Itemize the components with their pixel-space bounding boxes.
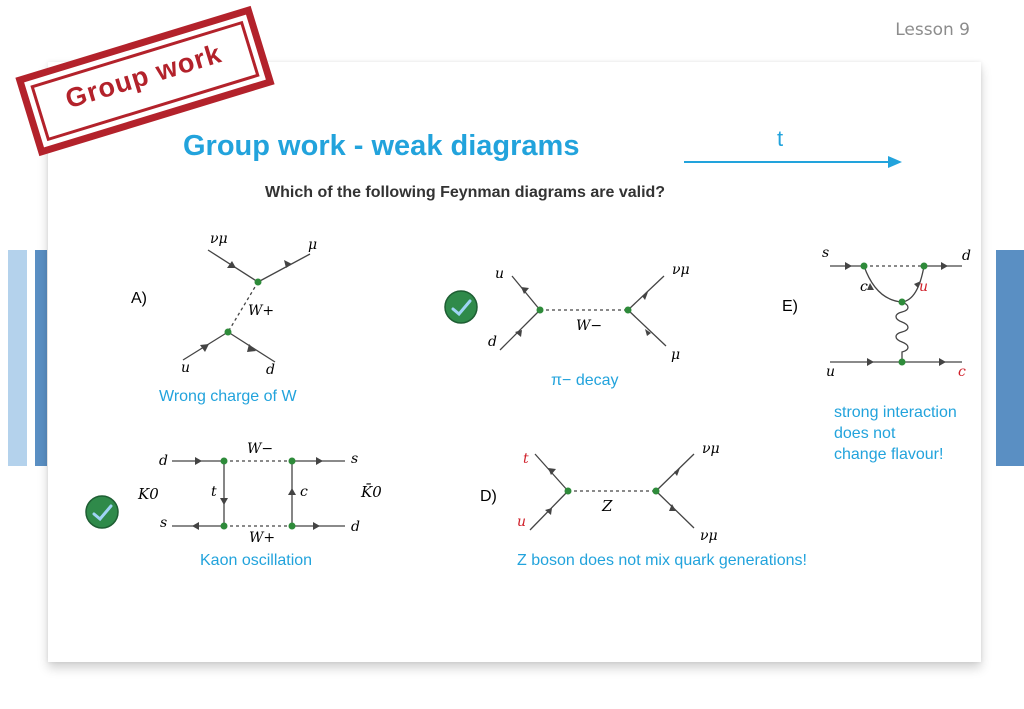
c-top-right: s	[351, 451, 359, 467]
d-top-left: t	[523, 451, 529, 467]
question-text: Which of the following Feynman diagrams …	[265, 184, 666, 201]
b-boson: W−	[576, 318, 603, 334]
time-arrow-label: t	[777, 126, 784, 151]
option-a-label: A)	[131, 290, 147, 307]
c-top-left: d	[159, 453, 168, 469]
a-bottom-right: d	[266, 362, 275, 378]
e-left-internal: c	[860, 279, 868, 295]
lesson-label: Lesson 9	[895, 20, 970, 40]
side-bar-right	[996, 250, 1024, 466]
side-bar-dark	[35, 250, 47, 466]
a-boson: W+	[248, 303, 275, 319]
c-left-meson: K0	[138, 485, 159, 503]
e-bottom-right: c	[958, 364, 966, 380]
side-bar-light	[8, 250, 27, 466]
e-top-left: s	[822, 245, 830, 261]
c-bottom-right: d	[351, 519, 360, 535]
b-bottom-right: μ	[671, 347, 681, 363]
e-top-right: d	[962, 248, 971, 264]
d-boson: Z	[602, 497, 613, 515]
a-note: Wrong charge of W	[159, 388, 297, 405]
a-bottom-left: u	[181, 360, 191, 376]
slide-title: Group work - weak diagrams	[183, 130, 580, 162]
green-check-icon	[85, 495, 119, 529]
d-bottom-right: νμ	[700, 528, 718, 544]
option-e-label: E)	[782, 298, 798, 315]
d-top-right: νμ	[702, 441, 720, 457]
b-note: π− decay	[551, 372, 619, 389]
option-d-label: D)	[480, 488, 497, 505]
time-arrow	[684, 156, 902, 168]
e-note-line-1: strong interaction	[834, 404, 957, 421]
b-top-left: u	[495, 266, 505, 282]
b-bottom-left: d	[488, 334, 497, 350]
c-note: Kaon oscillation	[200, 552, 313, 569]
c-right-meson: K̄0	[361, 483, 382, 501]
c-right-internal: c	[300, 484, 308, 500]
e-note-line-3: change flavour!	[834, 446, 944, 463]
e-note-line-2: does not	[834, 425, 896, 442]
d-note: Z boson does not mix quark generations!	[517, 552, 807, 569]
c-left-internal: t	[211, 484, 217, 500]
a-top-right: μ	[308, 237, 318, 253]
e-bottom-left: u	[826, 364, 836, 380]
c-bottom-left: s	[160, 515, 168, 531]
e-right-internal: u	[919, 279, 929, 295]
b-top-right: νμ	[672, 262, 690, 278]
a-top-left: νμ	[210, 231, 228, 247]
d-bottom-left: u	[517, 514, 527, 530]
green-check-icon	[444, 290, 478, 324]
c-bottom-boson: W+	[249, 530, 276, 546]
c-top-boson: W−	[247, 441, 274, 457]
